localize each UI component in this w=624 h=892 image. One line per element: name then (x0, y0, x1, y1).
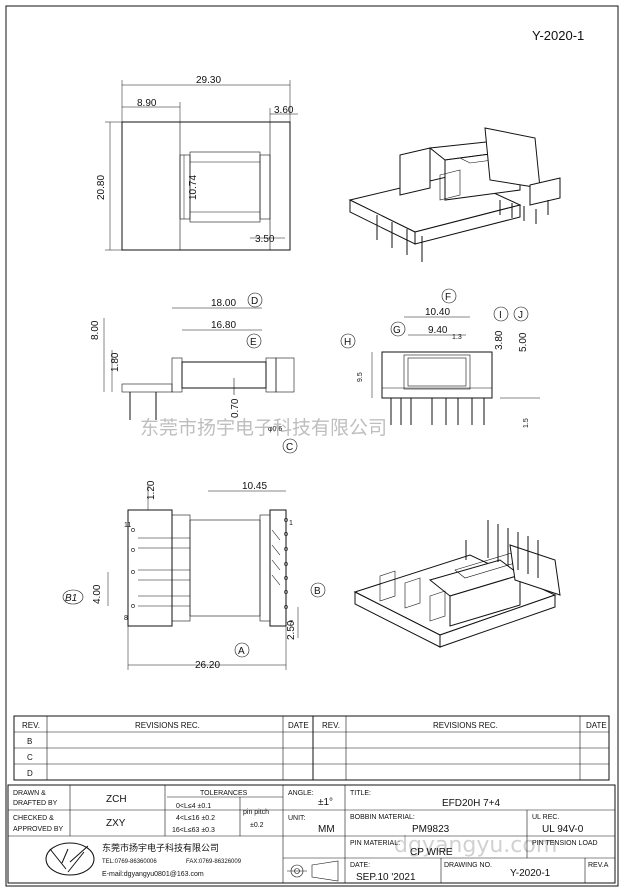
callout-f: F (445, 292, 451, 303)
iso-view-top (348, 127, 561, 262)
date-value: SEP.10 '2021 (356, 872, 416, 883)
callouts: D E C F G H I J A B B1 (62, 288, 529, 658)
rev-row-b: B (27, 737, 32, 746)
dim-9-5: 9.5 (357, 372, 364, 382)
front-view: 18.00 16.80 8.00 1.80 0.70 φ0.6 (90, 298, 295, 433)
dim-10-45: 10.45 (242, 481, 267, 492)
pin-material-value: CP WIRE (410, 847, 453, 858)
dim-29-30: 29.30 (196, 75, 221, 86)
callout-g: G (393, 325, 401, 336)
dim-2-50: 2.50 (286, 620, 297, 640)
rec-header-left: REVISIONS REC. (135, 721, 200, 730)
dim-10-74: 10.74 (188, 175, 199, 200)
rec-header-right: REVISIONS REC. (433, 721, 498, 730)
rev-row-c: C (27, 753, 33, 762)
company-tel: TEL:0769-86360006 (102, 859, 157, 865)
drawn-label-2: DRAFTED BY (13, 800, 58, 807)
rev-header-left: REV. (22, 721, 40, 730)
dim-1-5: 1.5 (523, 418, 530, 428)
ul-value: UL 94V-0 (542, 824, 584, 835)
top-view: 29.30 8.90 3.60 20.80 10.74 3.50 (96, 75, 298, 251)
callout-c: C (286, 442, 293, 453)
dim-18-00: 18.00 (211, 298, 236, 309)
callout-h: H (344, 337, 351, 348)
dim-26-20: 26.20 (195, 660, 220, 671)
tolerances-label: TOLERANCES (200, 790, 248, 797)
rev-header-right: REV. (322, 721, 340, 730)
bottom-view: 11 8 1 7 1.20 10.45 4.00 2.50 26.20 (92, 480, 299, 671)
dim-3-60: 3.60 (274, 105, 294, 116)
drawing-no-value: Y-2020-1 (510, 868, 551, 879)
dim-phi-0-6: φ0.6 (268, 426, 282, 433)
drawn-label-1: DRAWN & (13, 790, 46, 797)
doc-id: Y-2020-1 (532, 28, 584, 43)
unit-label: UNIT: (288, 815, 306, 822)
ul-label: UL REC. (532, 814, 559, 821)
bobbin-value: PM9823 (412, 824, 450, 835)
dim-9-40: 9.40 (428, 325, 448, 336)
callout-a: A (238, 646, 245, 657)
dim-1-80: 1.80 (110, 352, 121, 372)
revision-table: REV. REVISIONS REC. DATE REV. REVISIONS … (13, 715, 610, 781)
tolerance-1: 0<L≤4 ±0.1 (176, 803, 211, 810)
date-header-right: DATE (586, 721, 607, 730)
rev-row-d: D (27, 769, 33, 778)
pin-8-label: 8 (124, 615, 128, 622)
dim-20-80: 20.80 (96, 175, 107, 200)
pin-11-label: 11 (124, 522, 131, 529)
projection-symbol-icon (287, 860, 339, 882)
callout-b1: B1 (65, 593, 77, 604)
dim-3-80: 3.80 (494, 330, 505, 350)
rev-label: REV.A (588, 862, 609, 869)
pin-pitch-label: pin pitch (243, 809, 269, 816)
dim-1-3: 1.3 (452, 334, 462, 341)
callout-d: D (251, 296, 258, 307)
checked-value: ZXY (106, 818, 126, 829)
unit-value: MM (318, 824, 335, 835)
sheet-border (5, 5, 619, 887)
dim-1-20: 1.20 (146, 480, 157, 500)
drawn-value: ZCH (106, 794, 127, 805)
dim-8-00: 8.00 (90, 320, 101, 340)
angle-label: ANGLE: (288, 790, 314, 797)
pin-7-label: 7 (289, 620, 293, 627)
pin-tension-label: PIN TENSION LOAD (532, 840, 598, 847)
company-name: 东莞市扬宇电子科技有限公司 (102, 842, 219, 854)
callout-e: E (250, 337, 257, 348)
tolerance-3: 16<L≤63 ±0.3 (172, 827, 215, 834)
company-email: E-mail:dgyangyu0801@163.com (102, 871, 204, 878)
checked-label-2: APPROVED BY (13, 826, 64, 833)
title-block: DRAWN & DRAFTED BY ZCH CHECKED & APPROVE… (7, 784, 616, 884)
tolerance-2: 4<L≤16 ±0.2 (176, 815, 215, 822)
company-fax: FAX:0769-86326009 (186, 859, 242, 865)
watermark-site: dgyangyu.com (394, 833, 557, 858)
dim-5-00: 5.00 (518, 332, 529, 352)
pin-1-label: 1 (289, 520, 293, 527)
dim-4-00: 4.00 (92, 584, 103, 604)
dim-3-50: 3.50 (255, 234, 275, 245)
dim-0-70: 0.70 (230, 398, 241, 418)
pin-pitch-value: ±0.2 (250, 822, 264, 829)
side-view: 10.40 9.40 1.3 3.80 5.00 9.5 1.5 (357, 307, 540, 428)
checked-label-1: CHECKED & (13, 815, 54, 822)
company-logo (45, 842, 95, 876)
dim-16-80: 16.80 (211, 320, 236, 331)
callout-j: J (518, 310, 523, 321)
date-label: DATE: (350, 862, 370, 869)
date-header-left: DATE (288, 721, 309, 730)
title-label: TITLE: (350, 790, 371, 797)
dim-10-40: 10.40 (425, 307, 450, 318)
drawing-no-label: DRAWING NO. (444, 862, 492, 869)
callout-i: I (499, 310, 502, 321)
angle-value: ±1° (318, 797, 333, 808)
watermark-company: 东莞市扬宇电子科技有限公司 (140, 417, 387, 439)
pin-material-label: PIN MATERIAL: (350, 840, 400, 847)
bobbin-label: BOBBIN MATERIAL: (350, 814, 415, 821)
iso-view-bottom (353, 520, 561, 648)
callout-b: B (314, 586, 321, 597)
title-value: EFD20H 7+4 (442, 798, 501, 809)
dim-8-90: 8.90 (137, 98, 157, 109)
